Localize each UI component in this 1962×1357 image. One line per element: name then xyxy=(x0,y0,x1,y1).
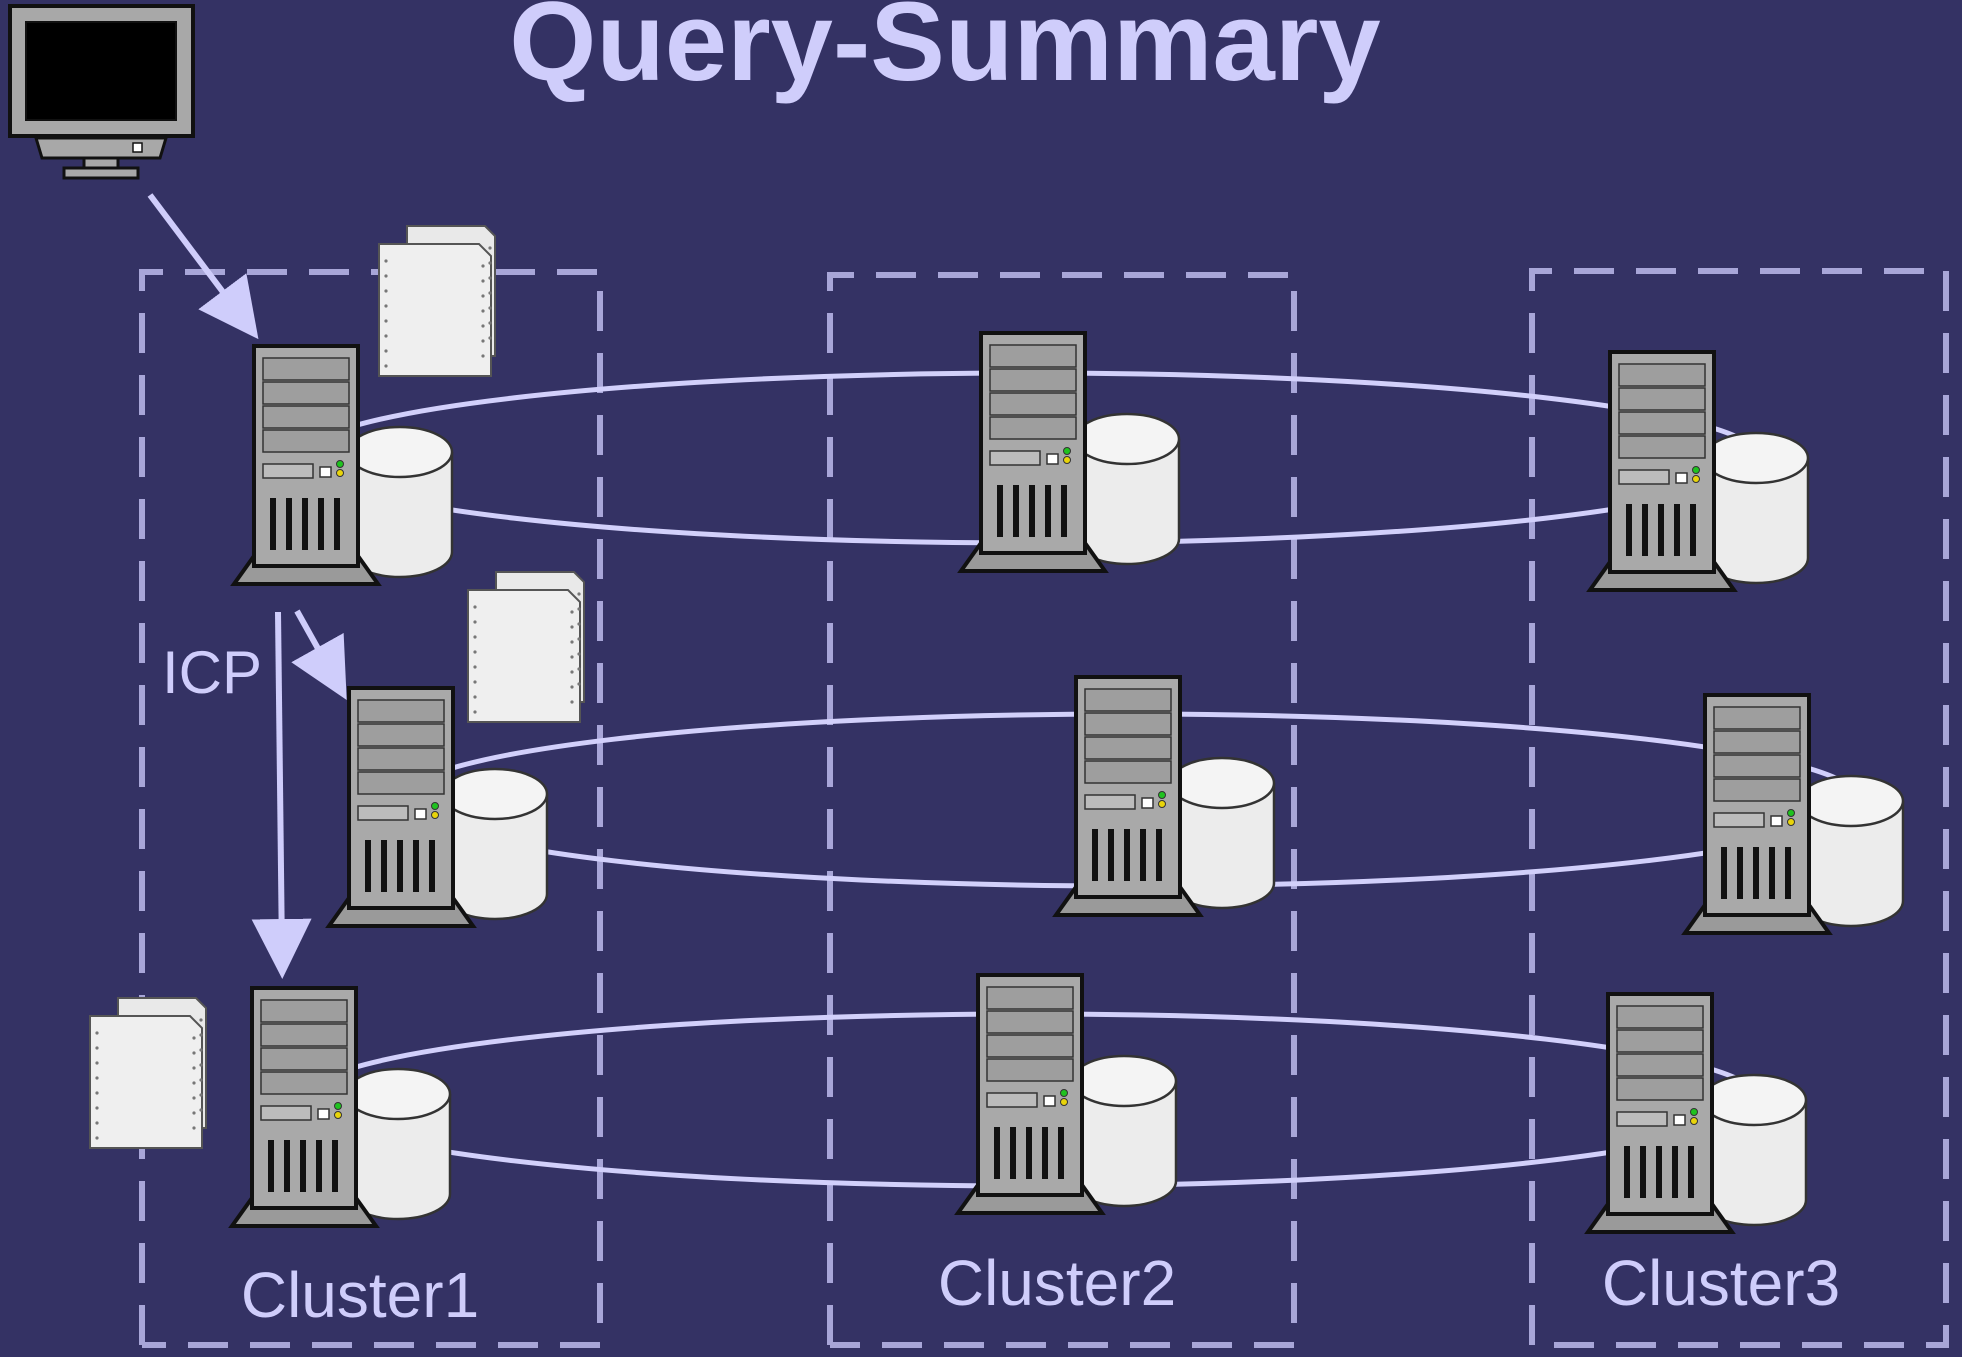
server-node xyxy=(959,331,1181,573)
server-node xyxy=(956,973,1178,1215)
server-tower-icon xyxy=(959,331,1107,573)
server-node xyxy=(1588,350,1810,592)
icp-arrow xyxy=(251,611,312,979)
server-tower-icon xyxy=(956,973,1104,1215)
server-node xyxy=(1683,693,1905,935)
server-node xyxy=(327,686,549,928)
cluster-label-1: Cluster1 xyxy=(241,1259,479,1331)
page-title: Query-Summary xyxy=(509,0,1380,104)
icp-label: ICP xyxy=(162,639,262,706)
database-cylinder-icon xyxy=(1702,431,1810,585)
cluster-boundary-2 xyxy=(827,272,1297,1348)
server-tower-icon xyxy=(232,344,380,586)
server-node xyxy=(232,344,454,586)
database-cylinder-icon xyxy=(1700,1073,1808,1227)
document-stack-icon xyxy=(378,225,496,377)
database-cylinder-icon xyxy=(344,1067,452,1221)
icp-arrow xyxy=(291,609,347,700)
cluster-label-2: Cluster2 xyxy=(938,1247,1176,1319)
database-cylinder-icon xyxy=(346,425,454,579)
server-tower-icon xyxy=(1683,693,1831,935)
database-cylinder-icon xyxy=(1073,412,1181,566)
server-tower-icon xyxy=(230,986,378,1228)
server-node xyxy=(230,986,452,1228)
cluster-boundary-1 xyxy=(139,269,603,1348)
server-tower-icon xyxy=(1586,992,1734,1234)
server-node xyxy=(1586,992,1808,1234)
query-arrow xyxy=(147,193,259,340)
server-tower-icon xyxy=(1588,350,1736,592)
server-tower-icon xyxy=(1054,675,1202,917)
monitor-icon xyxy=(8,4,195,180)
database-cylinder-icon xyxy=(1168,756,1276,910)
database-cylinder-icon xyxy=(1070,1054,1178,1208)
database-cylinder-icon xyxy=(1797,774,1905,928)
cluster-label-3: Cluster3 xyxy=(1602,1247,1840,1319)
cluster-boundary-3 xyxy=(1529,268,1949,1348)
document-stack-icon xyxy=(89,997,207,1149)
server-tower-icon xyxy=(327,686,475,928)
document-stack-icon xyxy=(467,571,585,723)
database-cylinder-icon xyxy=(441,767,549,921)
